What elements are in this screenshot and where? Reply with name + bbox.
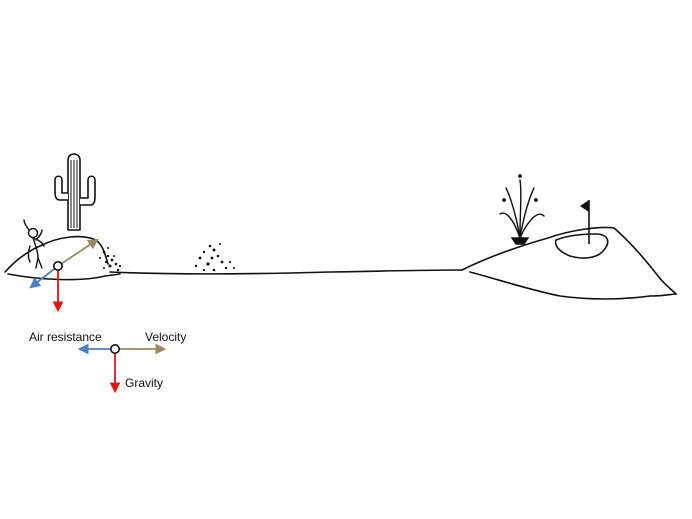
cactus-icon: [54, 153, 96, 231]
air-resistance-label: Air resistance: [29, 330, 102, 344]
velocity-label: Velocity: [145, 330, 187, 344]
ball-force-diagram: [29, 238, 99, 313]
ground: [4, 226, 677, 300]
gravity-label: Gravity: [125, 376, 164, 390]
legend-ball: [110, 343, 121, 354]
golf-ball: [52, 260, 63, 271]
shrub-icon: [99, 247, 122, 272]
shrub-icon: [194, 243, 235, 272]
velocity-arrow: [57, 238, 99, 267]
flag-icon: [580, 200, 590, 244]
fountain-icon: [499, 174, 545, 245]
golfer-icon: [23, 219, 45, 269]
force-legend: [77, 343, 167, 394]
air-resistance-arrow: [29, 265, 59, 289]
